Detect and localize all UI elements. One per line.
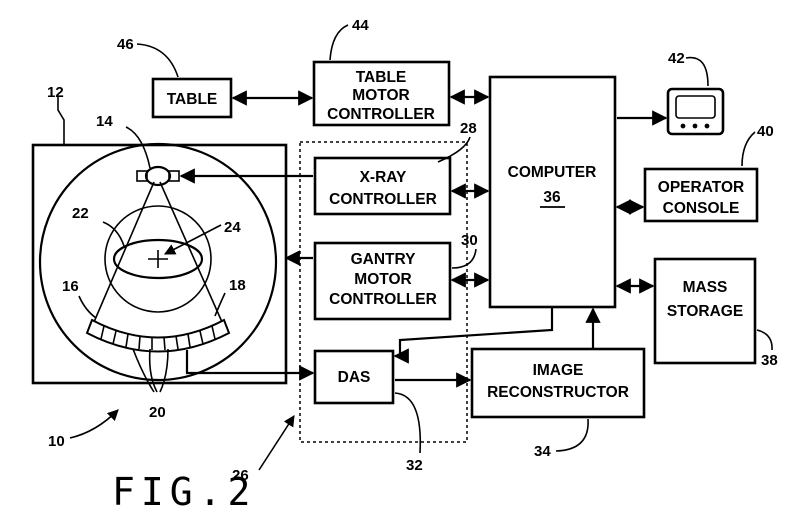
gantry-motor-controller-block: GANTRY MOTOR CONTROLLER <box>313 241 452 321</box>
computer-block: COMPUTER 36 <box>488 75 617 309</box>
tmc-line3: CONTROLLER <box>327 106 435 123</box>
leader-18 <box>214 292 226 317</box>
leader-40 <box>741 131 756 167</box>
leader-20c <box>132 348 155 393</box>
ref-array: 16 <box>62 278 79 295</box>
ref-table-motor-controller: 44 <box>352 17 369 34</box>
beam-edge-left <box>93 181 155 323</box>
leader-46 <box>136 43 179 78</box>
gmc-line3: CONTROLLER <box>329 291 437 308</box>
leader-10 <box>69 409 119 439</box>
xrc-line2: CONTROLLER <box>329 191 437 208</box>
operator-console-block: OPERATOR CONSOLE <box>643 167 759 223</box>
oc-line2: CONSOLE <box>663 200 740 217</box>
leader-14 <box>125 126 151 169</box>
ms-line1: MASS <box>683 279 728 296</box>
xrc-line1: X-RAY <box>360 169 407 186</box>
tmc-line2: MOTOR <box>352 87 409 104</box>
leader-38 <box>756 329 773 351</box>
ref-system: 10 <box>48 433 65 450</box>
computer-number: 36 <box>543 189 561 206</box>
ref-beam: 18 <box>229 277 246 294</box>
beam-edge-right <box>159 181 223 323</box>
gmc-line2: MOTOR <box>354 271 411 288</box>
ref-operator-console: 40 <box>757 123 774 140</box>
leader-34 <box>555 418 589 452</box>
ref-source: 14 <box>96 113 113 130</box>
leader-24 <box>164 224 222 255</box>
leader-44 <box>329 24 349 61</box>
leader-20a <box>148 348 158 393</box>
tmc-line1: TABLE <box>356 69 407 86</box>
gantry-bore <box>38 142 278 382</box>
monitor-icon <box>666 87 725 136</box>
leader-30 <box>451 248 477 269</box>
ref-patient: 22 <box>72 205 89 222</box>
table-label: TABLE <box>167 91 218 108</box>
isocenter-icon <box>148 250 168 268</box>
patient-outline <box>104 205 212 313</box>
leader-12 <box>57 97 65 145</box>
leader-26 <box>258 415 295 471</box>
ms-line2: STORAGE <box>667 303 743 320</box>
conn-computer-das <box>393 307 554 364</box>
leader-32 <box>394 392 422 454</box>
ref-elements: 20 <box>149 404 166 421</box>
leader-22 <box>102 221 125 247</box>
ref-gantry-motor-controller: 30 <box>461 232 478 249</box>
ref-image-reconstructor: 34 <box>534 443 551 460</box>
table-block: TABLE <box>151 77 233 119</box>
leader-20b <box>159 348 169 393</box>
image-reconstructor-block: IMAGE RECONSTRUCTOR <box>470 347 646 419</box>
conn-detector-das <box>185 350 315 381</box>
gmc-line1: GANTRY <box>351 251 417 268</box>
detector-array <box>85 318 231 353</box>
leader-16 <box>78 295 97 319</box>
ir-line2: RECONSTRUCTOR <box>487 384 629 401</box>
xray-source-icon <box>136 165 180 187</box>
gantry <box>31 97 288 439</box>
das-label: DAS <box>338 369 371 386</box>
ref-das: 32 <box>406 457 423 474</box>
ref-table: 46 <box>117 36 134 53</box>
oc-line1: OPERATOR <box>658 179 744 196</box>
table-motor-controller-block: TABLE MOTOR CONTROLLER <box>312 60 451 127</box>
figure-label: FIG.2 <box>112 470 256 514</box>
patient-ellipse <box>112 238 204 280</box>
ref-mass-storage: 38 <box>761 352 778 369</box>
das-block: DAS <box>313 349 395 405</box>
detector-elements <box>100 325 216 351</box>
leader-42 <box>685 56 709 87</box>
xray-controller-block: X-RAY CONTROLLER <box>313 156 452 216</box>
connections <box>179 89 668 388</box>
ref-xray-controller: 28 <box>460 120 477 137</box>
mass-storage-block: MASS STORAGE <box>653 257 757 365</box>
ref-center: 24 <box>224 219 241 236</box>
ir-line1: IMAGE <box>533 362 584 379</box>
computer-label: COMPUTER <box>508 164 597 181</box>
ref-monitor: 42 <box>668 50 685 67</box>
ref-control-mechanism: 26 <box>232 467 249 484</box>
ref-gantry: 12 <box>47 84 64 101</box>
leader-28 <box>437 136 471 163</box>
